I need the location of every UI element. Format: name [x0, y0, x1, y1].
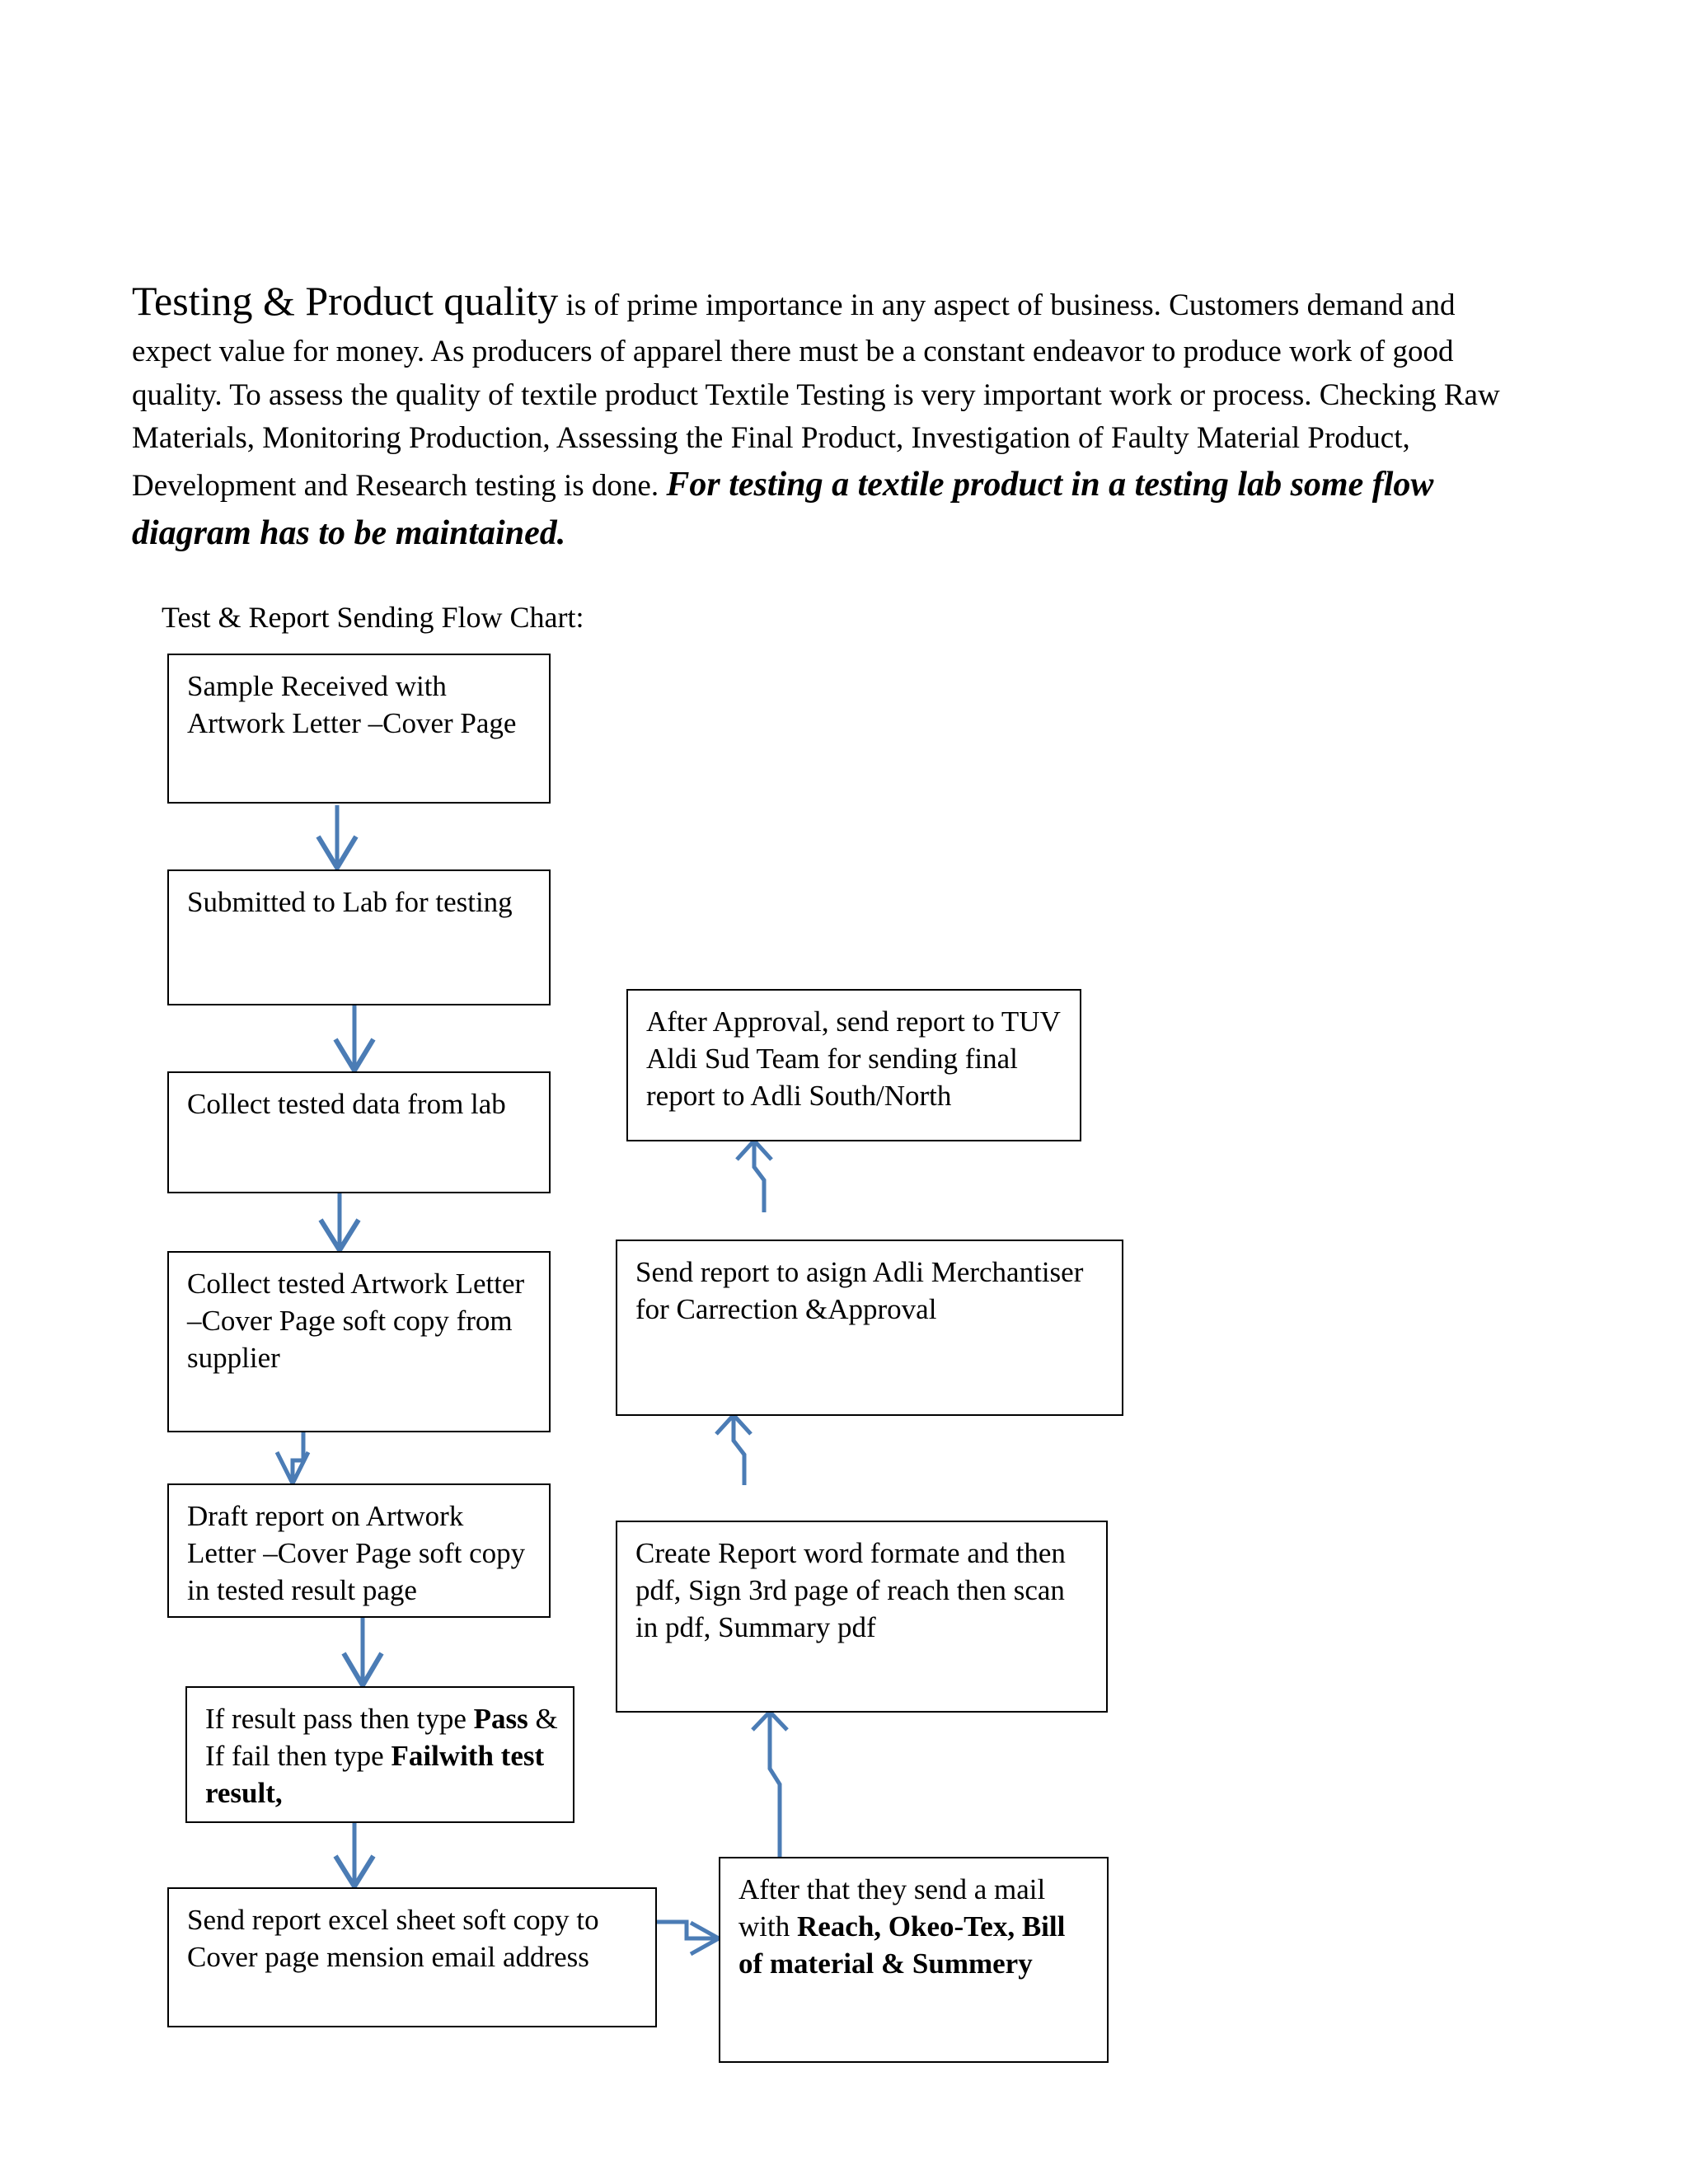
flow-node-label: Send report excel sheet soft copy to Cov… — [187, 1904, 599, 1973]
flow-node-collect-tested-data[interactable]: Collect tested data from lab — [167, 1071, 551, 1193]
flow-node-draft-report[interactable]: Draft report on Artwork Letter –Cover Pa… — [167, 1483, 551, 1618]
arrow-result-to-send-excel — [333, 1823, 376, 1891]
flow-node-label: Create Report word formate and then pdf,… — [635, 1537, 1066, 1643]
flow-node-sample-received[interactable]: Sample Received with Artwork Letter –Cov… — [167, 654, 551, 804]
mail-attachments-keyword: Reach, Okeo-Tex, Bill of material & Summ… — [738, 1910, 1066, 1980]
intro-closing-emphasis: For testing a textile product in a testi… — [132, 465, 1434, 553]
arrow-send-excel-to-mail — [657, 1919, 724, 1957]
arrow-draft-report-to-result — [341, 1618, 384, 1690]
flow-node-label: After that they send a mail with Reach, … — [738, 1873, 1065, 1980]
intro-lead-phrase: Testing & Product quality — [132, 278, 559, 324]
flow-node-after-approval-tuv[interactable]: After Approval, send report to TUV Aldi … — [626, 989, 1081, 1141]
arrow-mail-to-create-report — [751, 1708, 789, 1859]
flow-node-create-report-word[interactable]: Create Report word formate and then pdf,… — [616, 1521, 1108, 1713]
flow-node-label: Draft report on Artwork Letter –Cover Pa… — [187, 1500, 526, 1606]
flow-node-label: Collect tested data from lab — [187, 1088, 506, 1120]
flowchart-title: Test & Report Sending Flow Chart: — [162, 601, 584, 634]
arrow-artwork-to-draft-report — [274, 1432, 311, 1488]
flow-node-send-report-adli-merchantiser[interactable]: Send report to asign Adli Merchantiser f… — [616, 1240, 1123, 1416]
flow-node-label: Collect tested Artwork Letter –Cover Pag… — [187, 1268, 525, 1374]
arrow-lab-to-collect-data — [333, 1005, 376, 1076]
flow-node-result-pass-fail[interactable]: If result pass then type Pass & If fail … — [185, 1686, 574, 1823]
result-fail-keyword: Failwith test result, — [205, 1739, 545, 1809]
flow-node-they-send-mail[interactable]: After that they send a mail with Reach, … — [719, 1857, 1109, 2063]
flow-node-label: Submitted to Lab for testing — [187, 886, 513, 918]
flow-node-label: Sample Received with Artwork Letter –Cov… — [187, 670, 517, 739]
mail-prefix-text: After that they send a mail with — [738, 1873, 1046, 1943]
result-middle-text: & If fail then type — [205, 1703, 558, 1772]
arrow-merchantiser-to-after-approval — [735, 1137, 773, 1212]
result-prefix-text: If result pass then type — [205, 1703, 474, 1735]
intro-body-text: is of prime importance in any aspect of … — [132, 288, 1500, 503]
arrow-sample-to-lab — [316, 805, 359, 873]
flow-node-label: Send report to asign Adli Merchantiser f… — [635, 1256, 1084, 1325]
flow-node-submitted-to-lab[interactable]: Submitted to Lab for testing — [167, 869, 551, 1005]
flow-node-collect-tested-artwork[interactable]: Collect tested Artwork Letter –Cover Pag… — [167, 1251, 551, 1432]
flow-node-send-report-excel[interactable]: Send report excel sheet soft copy to Cov… — [167, 1887, 657, 2027]
result-pass-keyword: Pass — [473, 1703, 528, 1735]
intro-paragraph: Testing & Product quality is of prime im… — [132, 272, 1533, 559]
arrow-create-report-to-merchantiser — [715, 1412, 753, 1485]
flow-node-label: If result pass then type Pass & If fail … — [205, 1703, 558, 1809]
flow-node-label: After Approval, send report to TUV Aldi … — [646, 1005, 1061, 1112]
